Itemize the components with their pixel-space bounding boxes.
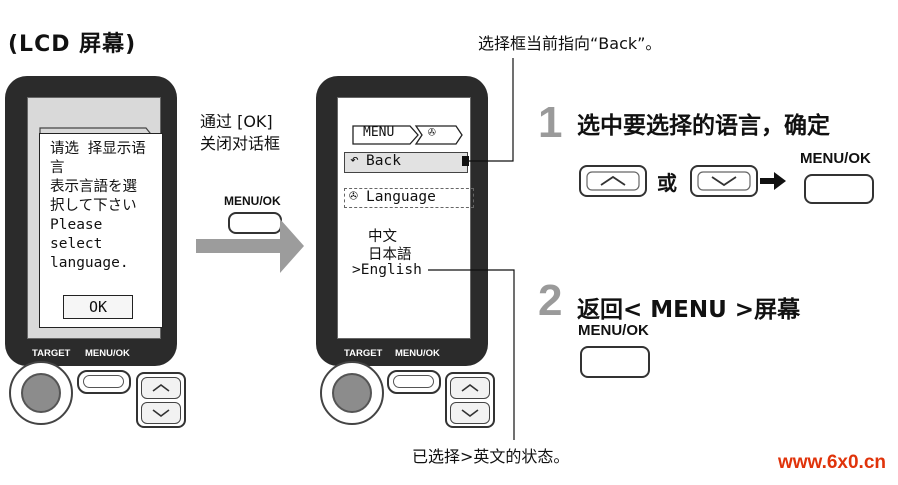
menu-tab[interactable]: MENU	[363, 125, 395, 140]
dialog-line: Please	[50, 217, 103, 233]
down-button-right[interactable]	[450, 402, 490, 424]
chevron-up-icon	[586, 171, 640, 191]
chevron-up-icon	[152, 384, 170, 392]
step1-up-button[interactable]	[579, 165, 647, 197]
menu-ok-label: MENU/OK	[85, 348, 130, 359]
language-label[interactable]: Language	[366, 189, 436, 205]
step1-button-label: MENU/OK	[800, 150, 871, 167]
menu-tab-outline	[352, 125, 463, 145]
wrench-icon: ✇	[349, 188, 358, 204]
chevron-up-icon	[461, 384, 479, 392]
dial-center-right	[332, 373, 372, 413]
or-label: 或	[657, 171, 677, 195]
step-2-number: 2	[538, 276, 563, 325]
step-2-text: 返回< MENU >屏幕	[577, 297, 801, 323]
language-option-japanese[interactable]: 日本語	[368, 247, 412, 263]
back-icon: ↶	[350, 152, 359, 168]
menu-ok-label: MENU/OK	[395, 348, 440, 359]
wrench-icon[interactable]: ✇	[428, 125, 436, 140]
dial-center-left	[21, 373, 61, 413]
step-1-number: 1	[538, 98, 563, 147]
dialog-line: language.	[50, 255, 129, 271]
page-title: (LCD 屏幕)	[8, 32, 137, 57]
transition-caption-1: 通过 [OK]	[200, 112, 273, 131]
language-option-chinese[interactable]: 中文	[368, 229, 397, 245]
target-label: TARGET	[344, 348, 383, 359]
up-button-right[interactable]	[450, 377, 490, 399]
annotation-top: 选择框当前指向“Back”。	[478, 34, 662, 53]
chevron-down-icon	[461, 409, 479, 417]
transition-button-label: MENU/OK	[224, 194, 281, 208]
arrow-right-icon	[760, 172, 786, 190]
chevron-down-icon	[697, 171, 751, 191]
up-button-left[interactable]	[141, 377, 181, 399]
back-label[interactable]: Back	[366, 153, 401, 169]
dialog-line: select	[50, 236, 103, 252]
language-option-english[interactable]: >English	[352, 262, 422, 278]
dialog-line: 言	[50, 160, 65, 176]
step1-down-button[interactable]	[690, 165, 758, 197]
dialog-line: 択して下さい	[50, 198, 137, 214]
annotation-bottom: 已选择>英文的状态。	[412, 447, 570, 466]
step2-button-label: MENU/OK	[578, 322, 649, 339]
chevron-down-icon	[152, 409, 170, 417]
down-button-left[interactable]	[141, 402, 181, 424]
target-label: TARGET	[32, 348, 71, 359]
step-1-text: 选中要选择的语言，确定	[577, 113, 830, 139]
step1-menu-ok-button[interactable]	[804, 174, 874, 204]
dialog-line: 请选 择显示语	[50, 141, 146, 157]
dialog-ok-button[interactable]: OK	[63, 295, 133, 319]
language-row-box[interactable]	[344, 188, 474, 208]
right-arrow-icon	[196, 219, 304, 273]
watermark: www.6x0.cn	[777, 452, 886, 473]
step2-menu-ok-button[interactable]	[580, 346, 650, 378]
dialog-line: 表示言語を選	[50, 179, 137, 195]
transition-caption-2: 关闭对话框	[200, 134, 281, 153]
